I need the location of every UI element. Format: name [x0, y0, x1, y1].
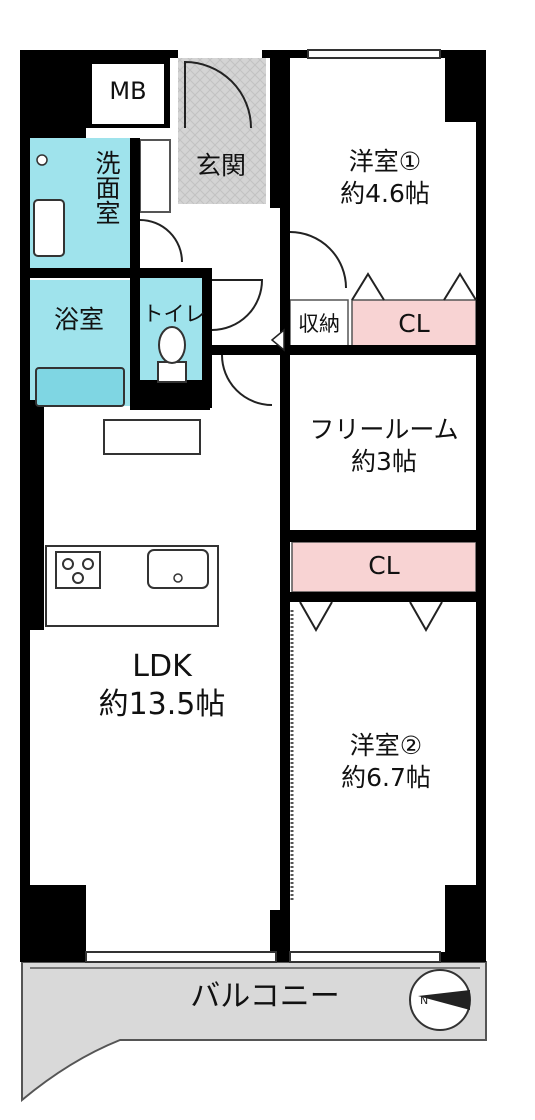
doors — [139, 60, 347, 406]
compass-letter: N — [420, 994, 428, 1007]
balcony-area — [21, 961, 487, 1103]
mb-box — [92, 64, 164, 124]
senmen-label: 洗面室 — [92, 150, 121, 225]
sink-drain — [173, 573, 183, 583]
shuno-label: 収納 — [298, 312, 340, 336]
balcony-label: バルコニー — [190, 979, 340, 1014]
cl-top-fill — [351, 299, 477, 349]
compass: N — [409, 969, 471, 1031]
wash-basin — [33, 199, 65, 257]
burner-3 — [72, 572, 84, 584]
genkan-floor — [178, 58, 266, 204]
toilet-label: トイレ — [142, 302, 206, 326]
toilet-tank — [157, 361, 187, 383]
cl-mid-fill — [291, 541, 477, 593]
western2-size: 約6.7帖 — [341, 763, 431, 792]
bathtub — [35, 367, 125, 407]
western2-name: 洋室② — [349, 731, 423, 760]
cl-mid-label: CL — [368, 551, 400, 580]
windows — [85, 49, 441, 963]
genkan-label: 玄関 — [195, 151, 246, 180]
burner-2 — [82, 558, 94, 570]
washer-circle — [36, 154, 48, 166]
free-room-size: 約3帖 — [351, 447, 417, 476]
western1-size: 約4.6帖 — [340, 179, 430, 208]
closet-doors — [299, 272, 477, 633]
cupboard — [103, 419, 201, 455]
arrow-marker — [270, 328, 285, 352]
walls — [20, 50, 486, 962]
kitchen-sink — [147, 549, 209, 589]
western1-name: 洋室① — [348, 147, 422, 176]
ldk-name: LDK — [132, 649, 192, 684]
cl-top-label: CL — [398, 309, 430, 338]
toilet-bowl — [158, 326, 186, 364]
bath-label: 浴室 — [53, 305, 104, 334]
ldk-size: 約13.5帖 — [98, 687, 226, 722]
mb-label: MB — [109, 77, 147, 105]
burner-1 — [62, 558, 74, 570]
free-room-name: フリールーム — [309, 415, 459, 444]
shoe-cabinet — [139, 139, 171, 213]
shuno-fill — [289, 299, 349, 349]
